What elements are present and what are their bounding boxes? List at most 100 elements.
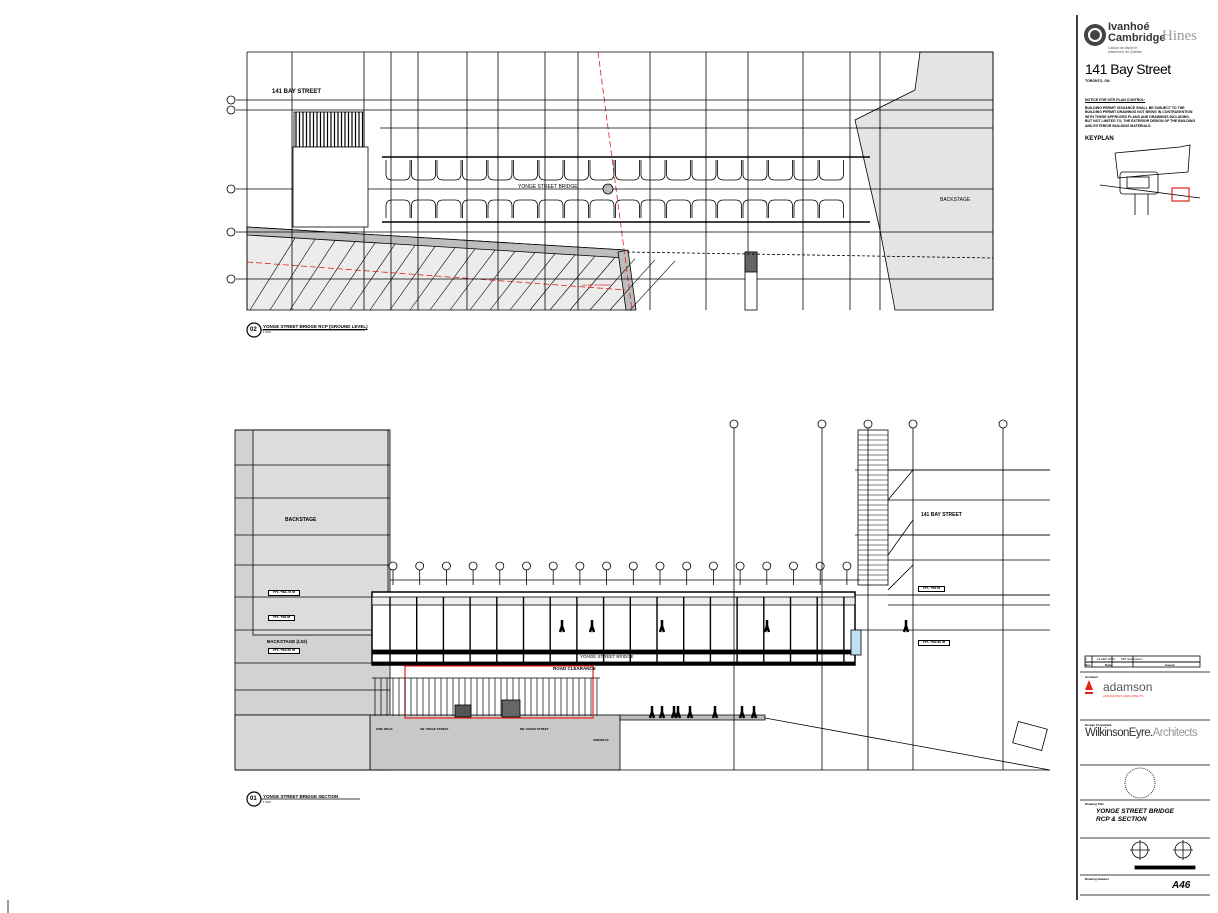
grid-bubble: [729, 419, 739, 429]
hatch-line: [569, 257, 616, 311]
client-name-line2: Cambridge: [1108, 32, 1166, 44]
ceiling-bay: [768, 160, 793, 181]
keyplan-label: KEYPLAN: [1085, 136, 1114, 142]
grid-bubble: [908, 419, 918, 429]
grid-bubble: [998, 419, 1008, 429]
client-logo-hines: Hines: [1162, 28, 1197, 44]
ceiling-bay: [717, 160, 742, 181]
ceiling-bay: [487, 160, 513, 181]
plan-title: YONGE STREET BRIDGE RCP (GROUND LEVEL): [263, 324, 368, 329]
ceiling-bay: [793, 160, 819, 181]
level-marker: FFL +85.50 M: [918, 640, 951, 646]
level-marker: FFL +88.75 M: [268, 590, 301, 596]
ceiling-bay: [640, 160, 666, 181]
rev-number: 0: [1085, 657, 1087, 661]
grid-bubble: [863, 419, 873, 429]
grid-bubble: [655, 561, 665, 571]
design-consultant-label: Design Consultant: [1085, 723, 1112, 727]
ceiling-bay: [666, 199, 691, 218]
ceiling-bay: [793, 199, 819, 218]
ceiling-bay: [768, 199, 793, 218]
grid-bubble: [815, 561, 825, 571]
date-header: Date: [1105, 663, 1112, 667]
plan-scale: 1:100: [263, 330, 271, 334]
person-silhouette: [648, 706, 656, 719]
grid-bubble: [226, 95, 236, 105]
level-marker: FFL +89 M: [918, 586, 946, 592]
grid-bubble: [441, 561, 451, 571]
notice-heading: NOTICE FOR SITE PLAN CONTROL:: [1085, 98, 1146, 102]
plan-view: [226, 51, 994, 338]
dim-label: SIDEWALK: [593, 738, 609, 742]
dim-label: SIDE WALK: [376, 727, 393, 731]
section-backstage-label: BACKSTAGE: [285, 517, 317, 523]
person-silhouette: [558, 620, 566, 633]
grid-bubble: [415, 561, 425, 571]
architect-logo: adamson: [1103, 680, 1153, 694]
section-title-number: 01: [250, 796, 257, 802]
section-bridge-label: YONGE STREET BRIDGE: [580, 654, 634, 659]
grid-bubble: [762, 561, 772, 571]
ceiling-bay: [640, 199, 666, 218]
ceiling-bay: [538, 199, 564, 218]
grid-bubble: [548, 561, 558, 571]
design-consultant-name: WilkinsonEyre.: [1085, 727, 1153, 739]
hatch-line: [549, 255, 596, 311]
person-silhouette: [658, 620, 666, 633]
person-silhouette: [686, 706, 694, 719]
grid-bubble: [226, 184, 236, 194]
dim-label: NB YONGE STREET: [520, 727, 549, 731]
project-location: TORONTO, ON: [1085, 79, 1110, 83]
dim-label: SB YONGE STREET: [420, 727, 449, 731]
person-silhouette: [738, 706, 746, 719]
rev-date: 14-SEP-2018: [1096, 657, 1115, 661]
plan-bridge-label: YONGE STREET BRIDGE: [518, 184, 578, 190]
hatch-line: [249, 238, 296, 311]
hatch-line: [589, 258, 636, 311]
hatch-line: [469, 251, 516, 311]
road-clearance-label: ROAD CLEARANCE: [553, 666, 596, 671]
grid-bubble: [575, 561, 585, 571]
client-logo-ivanhoe: Ivanhoé Cambridge: [1108, 22, 1165, 44]
ceiling-bay: [436, 199, 462, 218]
ceiling-bay: [819, 199, 844, 218]
section-view: [234, 419, 1051, 807]
hatch-line: [329, 242, 376, 311]
design-consultant-logo: WilkinsonEyre.Architects: [1085, 727, 1198, 739]
design-consultant-suffix: Architects: [1152, 727, 1198, 739]
hatch-line: [369, 245, 416, 311]
section-building-label: 141 BAY STREET: [921, 512, 962, 518]
ceiling-bay: [717, 199, 742, 218]
client-name-line1: Ivanhoé: [1108, 21, 1150, 33]
ceiling-bay: [589, 199, 615, 218]
hatch-line: [309, 241, 356, 311]
grid-bubble: [602, 561, 611, 571]
person-silhouette: [750, 706, 758, 719]
grid-bubble: [522, 561, 531, 571]
grid-bubble: [226, 227, 236, 237]
person-silhouette: [670, 706, 678, 719]
hatch-line: [509, 253, 556, 311]
ceiling-bay: [742, 160, 768, 181]
drawing-title-label: Drawing Title: [1085, 802, 1104, 806]
drawing-number: A46: [1172, 880, 1191, 891]
hatch-line: [429, 248, 476, 311]
property-boundary-label: 141 BAY BOUNDARY: [582, 283, 612, 287]
person-silhouette: [588, 620, 596, 633]
level-marker: FFL +88 M: [268, 615, 296, 621]
stair-diagonal: [887, 564, 914, 591]
ceiling-bay: [564, 199, 589, 218]
grid-bubble: [735, 561, 745, 571]
ceiling-bay: [462, 199, 487, 218]
grid-bubble: [842, 561, 852, 571]
grid-bubble: [226, 105, 236, 115]
grid-bubble: [468, 561, 478, 571]
grid-bubble: [388, 561, 398, 571]
revision-header: Rev Date Issued: [1085, 663, 1175, 667]
section-scale: 1:100: [263, 800, 271, 804]
ceiling-bay: [691, 160, 717, 181]
hatch-line: [269, 239, 316, 311]
project-name: 141 Bay Street: [1085, 61, 1171, 77]
